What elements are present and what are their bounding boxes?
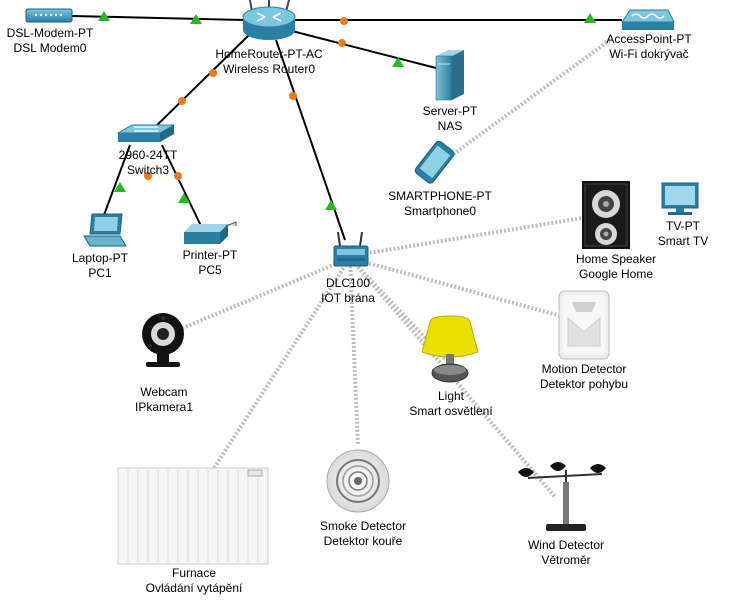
switch-icon[interactable] <box>116 124 176 142</box>
link-up-marker <box>392 57 404 67</box>
link-status-markers <box>98 11 596 210</box>
smoke-detector-model: Smoke Detector <box>319 519 407 533</box>
label-home-speaker: Home Speaker Google Home <box>561 252 671 282</box>
light-name: Smart osvětlení <box>409 404 493 418</box>
server-icon[interactable] <box>435 50 464 101</box>
wireless-link-ap-smartphone <box>446 38 612 160</box>
link-up-marker <box>178 193 190 203</box>
cable-switch-laptop <box>103 144 131 216</box>
wind-detector-model: Wind Detector <box>527 538 605 552</box>
tv-model: TV-PT <box>665 219 700 233</box>
label-light: Light Smart osvětlení <box>396 389 506 419</box>
link-up-marker <box>190 14 202 24</box>
smoke-detector-name: Detektor kouře <box>323 534 403 548</box>
laptop-icon[interactable] <box>83 213 127 247</box>
printer-name: PC5 <box>198 263 222 277</box>
wireless-link-iot-wind <box>348 256 558 500</box>
wireless-link-iot-speaker <box>349 216 583 258</box>
label-home-router: HomeRouter-PT-AC Wireless Router0 <box>204 47 334 77</box>
tv-name: Smart TV <box>657 234 709 248</box>
motion-detector-model: Motion Detector <box>541 362 627 376</box>
wireless-router-icon[interactable] <box>242 0 296 40</box>
furnace-name: Ovládání vytápění <box>145 581 243 595</box>
label-wind-detector: Wind Detector Větroměr <box>511 538 621 568</box>
link-up-marker <box>584 13 596 23</box>
printer-model: Printer-PT <box>182 248 238 262</box>
webcam-icon[interactable] <box>142 313 184 367</box>
link-orange-marker <box>338 39 346 47</box>
access-point-model: AccessPoint-PT <box>606 32 692 46</box>
label-smoke-detector: Smoke Detector Detektor kouře <box>308 519 418 549</box>
motion-detector-name: Detektor pohybu <box>539 377 629 391</box>
webcam-model: Webcam <box>140 385 188 399</box>
light-model: Light <box>437 389 465 403</box>
dsl-modem-model: DSL-Modem-PT <box>6 26 94 40</box>
link-orange-marker <box>289 92 297 100</box>
label-webcam: Webcam IPkamera1 <box>124 385 204 415</box>
smoke-detector-icon[interactable] <box>326 449 390 513</box>
link-up-marker <box>114 182 126 192</box>
printer-icon[interactable] <box>184 221 237 244</box>
cable-router-switch <box>149 33 251 133</box>
wireless-link-iot-smoke <box>348 257 360 447</box>
label-dsl-modem: DSL-Modem-PT DSL Modem0 <box>0 26 100 56</box>
link-orange-marker <box>174 172 182 180</box>
label-printer: Printer-PT PC5 <box>170 248 250 278</box>
wireless-link-iot-webcam <box>177 256 351 332</box>
access-point-icon[interactable] <box>621 9 675 30</box>
home-speaker-model: Home Speaker <box>575 252 657 266</box>
furnace-model: Furnace <box>171 566 217 580</box>
access-point-name: Wi-Fi dokrývač <box>609 47 689 61</box>
laptop-name: PC1 <box>88 266 112 280</box>
iot-gateway-name: IOT brána <box>321 291 375 305</box>
smartphone-icon[interactable] <box>414 140 456 185</box>
wireless-link-iot-furnace <box>212 256 352 470</box>
server-name: NAS <box>437 119 463 133</box>
wireless-link-iot-motion <box>349 256 569 320</box>
home-speaker-icon[interactable] <box>582 181 630 249</box>
tv-icon[interactable] <box>661 182 699 215</box>
cable-modem-router <box>71 15 245 21</box>
motion-detector-icon[interactable] <box>558 290 610 360</box>
iot-gateway-model: DLC100 <box>325 276 371 290</box>
link-up-marker <box>325 200 337 210</box>
cable-router-server <box>287 29 437 69</box>
home-speaker-name: Google Home <box>578 267 654 281</box>
link-orange-marker <box>178 97 186 105</box>
label-access-point: AccessPoint-PT Wi-Fi dokrývač <box>594 32 704 62</box>
dsl-modem-name: DSL Modem0 <box>13 41 87 55</box>
laptop-model: Laptop-PT <box>71 251 129 265</box>
switch-name: Switch3 <box>126 163 170 177</box>
link-orange-marker <box>340 17 348 25</box>
dsl-modem-icon[interactable] <box>25 8 73 23</box>
link-orange-marker <box>209 69 217 77</box>
iot-gateway-icon[interactable] <box>333 231 369 267</box>
switch-model: 2960-24TT <box>118 148 178 162</box>
home-router-model: HomeRouter-PT-AC <box>215 47 323 61</box>
link-up-marker <box>98 11 110 21</box>
smartphone-model: SMARTPHONE-PT <box>388 189 492 203</box>
wind-detector-icon[interactable] <box>518 462 606 531</box>
smartphone-name: Smartphone0 <box>403 204 477 218</box>
server-model: Server-PT <box>422 104 478 118</box>
smart-light-icon[interactable] <box>421 315 479 383</box>
home-router-name: Wireless Router0 <box>222 62 316 76</box>
label-iot-gateway: DLC100 IOT brána <box>308 276 388 306</box>
label-laptop: Laptop-PT PC1 <box>60 251 140 281</box>
label-server: Server-PT NAS <box>410 104 490 134</box>
label-switch: 2960-24TT Switch3 <box>108 148 188 178</box>
cable-switch-printer <box>161 144 203 229</box>
label-smartphone: SMARTPHONE-PT Smartphone0 <box>380 189 500 219</box>
webcam-name: IPkamera1 <box>134 400 194 414</box>
label-furnace: Furnace Ovládání vytápění <box>134 566 254 596</box>
label-tv: TV-PT Smart TV <box>648 219 718 249</box>
label-motion-detector: Motion Detector Detektor pohybu <box>524 362 644 392</box>
wind-detector-name: Větroměr <box>541 553 591 567</box>
furnace-icon[interactable] <box>117 467 269 565</box>
link-orange-marker <box>144 172 152 180</box>
